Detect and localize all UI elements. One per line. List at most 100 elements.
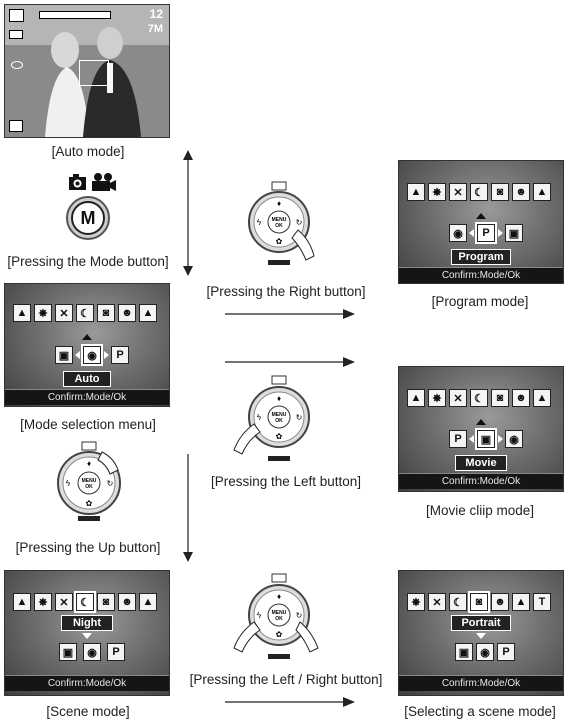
down-indicator <box>82 633 92 639</box>
auto-mode-screen: 12 7M <box>4 4 170 138</box>
backlight-mode-icon: ✕ <box>55 593 73 611</box>
svg-text:OK: OK <box>85 484 93 490</box>
scene-name-label: Night <box>61 615 113 631</box>
svg-text:MENU: MENU <box>82 478 97 484</box>
shot-count: 12 <box>149 7 163 21</box>
svg-text:ϟ: ϟ <box>257 218 262 227</box>
program-option-icon: P <box>475 222 497 244</box>
sunset-mode-icon: ✸ <box>34 304 52 322</box>
mountain-mode-icon: ▲ <box>533 389 551 407</box>
mode-name-label: Movie <box>455 455 507 471</box>
camera-option-icon: ◉ <box>476 643 494 661</box>
movie-option-icon: ▣ <box>505 224 523 242</box>
svg-text:✿: ✿ <box>276 432 283 441</box>
down-indicator <box>476 633 486 639</box>
mountain-mode-icon: ▲ <box>139 304 157 322</box>
camera-mode-icon <box>9 9 24 22</box>
scene-name-label: Portrait <box>451 615 511 631</box>
backlight-mode-icon: ✕ <box>449 389 467 407</box>
night-mode-icon: ☾ <box>449 593 467 611</box>
svg-text:ϟ: ϟ <box>257 413 262 422</box>
confirm-bar: Confirm:Mode/Ok <box>399 473 563 489</box>
scene-icon-row: ▲ ✸ ✕ ☾ ◙ ☻ ▲ <box>13 304 157 322</box>
caption-selecting-scene-mode: [Selecting a scene mode] <box>404 704 556 719</box>
backlight-mode-icon: ✕ <box>428 593 446 611</box>
mode-button[interactable]: M <box>66 196 110 240</box>
right-indicator <box>498 435 503 443</box>
night-mode-icon: ☾ <box>76 304 94 322</box>
caption-pressing-up: [Pressing the Up button] <box>15 540 161 555</box>
program-mode-screen: ▲ ✸ ✕ ☾ ◙ ☻ ▲ ◉ P ▣ Program Confirm:Mode… <box>398 160 564 284</box>
confirm-bar: Confirm:Mode/Ok <box>5 675 169 691</box>
self-mode-icon: ◙ <box>491 389 509 407</box>
arrow-right-3 <box>225 697 355 707</box>
svg-text:OK: OK <box>275 418 283 424</box>
left-indicator <box>75 351 80 359</box>
self-mode-icon: ◙ <box>468 591 490 613</box>
scene-icon-row: ▲ ✸ ✕ ☾ ◙ ☻ ▲ <box>407 389 551 407</box>
dpad-left-press[interactable]: MENU OK ♦ ϟ ↻ ✿ <box>226 374 318 464</box>
scene-icon-row: ▲ ✸ ✕ ☾ ◙ ☻ ▲ <box>13 591 157 613</box>
dpad-left-right-press[interactable]: MENU OK ♦ ϟ ↻ ✿ <box>226 572 326 662</box>
camera-option-icon: ◉ <box>83 643 101 661</box>
svg-text:♦: ♦ <box>87 459 91 468</box>
camera-option-icon: ◉ <box>505 430 523 448</box>
mode-name-label: Auto <box>63 371 111 387</box>
sunset-mode-icon: ✸ <box>428 389 446 407</box>
scene-icon-row: ▲ ✸ ✕ ☾ ◙ ☻ ▲ <box>407 183 551 201</box>
text-mode-icon: T <box>533 593 551 611</box>
landscape-mode-icon: ▲ <box>13 304 31 322</box>
program-option-icon: P <box>497 643 515 661</box>
eye-icon <box>11 61 23 69</box>
svg-text:ϟ: ϟ <box>257 611 262 620</box>
confirm-bar: Confirm:Mode/Ok <box>399 267 563 283</box>
svg-text:↻: ↻ <box>296 413 303 422</box>
portrait-mode-icon: ☻ <box>491 593 509 611</box>
svg-text:MENU: MENU <box>272 610 287 616</box>
program-option-icon: P <box>449 430 467 448</box>
mode-name-label: Program <box>451 249 511 265</box>
battery-icon <box>9 30 23 39</box>
double-arrow-vertical <box>183 150 193 276</box>
arrow-down <box>183 454 193 562</box>
movie-option-icon: ▣ <box>475 428 497 450</box>
focus-frame <box>79 60 109 86</box>
landscape-mode-icon: ▲ <box>13 593 31 611</box>
svg-text:✿: ✿ <box>86 499 93 508</box>
svg-text:✿: ✿ <box>276 237 283 246</box>
movie-option-icon: ▣ <box>55 346 73 364</box>
caption-pressing-mode: [Pressing the Mode button] <box>7 254 169 269</box>
left-indicator <box>469 229 474 237</box>
svg-text:MENU: MENU <box>272 217 287 223</box>
mode-button-letter: M <box>71 201 105 235</box>
svg-text:OK: OK <box>275 223 283 229</box>
arrow-right-1 <box>225 309 355 319</box>
dpad-right-press[interactable]: MENU OK ♦ ϟ ↻ ✿ <box>228 180 318 268</box>
svg-text:♦: ♦ <box>277 394 281 403</box>
landscape-mode-icon: ▲ <box>407 389 425 407</box>
backlight-mode-icon: ✕ <box>449 183 467 201</box>
up-indicator <box>82 334 92 340</box>
night-mode-icon: ☾ <box>74 591 96 613</box>
mountain-mode-icon: ▲ <box>512 593 530 611</box>
dpad-up-press[interactable]: MENU OK ♦ ϟ ↻ ✿ <box>50 440 130 522</box>
scene-select-screen: ✸ ✕ ☾ ◙ ☻ ▲ T Portrait ▣ ◉ P Confirm:Mod… <box>398 570 564 696</box>
night-mode-icon: ☾ <box>470 183 488 201</box>
confirm-bar: Confirm:Mode/Ok <box>399 675 563 691</box>
self-mode-icon: ◙ <box>97 593 115 611</box>
caption-movie-clip-mode: [Movie cliip mode] <box>425 503 535 518</box>
sunset-mode-icon: ✸ <box>428 183 446 201</box>
camera-option-icon: ◉ <box>449 224 467 242</box>
backlight-mode-icon: ✕ <box>55 304 73 322</box>
mountain-mode-icon: ▲ <box>139 593 157 611</box>
mode-selection-screen: ▲ ✸ ✕ ☾ ◙ ☻ ▲ ▣ ◉ P Auto Confirm:Mode/Ok <box>4 283 170 407</box>
up-indicator <box>476 213 486 219</box>
program-option-icon: P <box>111 346 129 364</box>
portrait-mode-icon: ☻ <box>512 389 530 407</box>
caption-pressing-right: [Pressing the Right button] <box>206 284 366 299</box>
image-size: 7M <box>147 23 163 35</box>
caption-auto-mode: [Auto mode] <box>51 144 125 159</box>
sunset-mode-icon: ✸ <box>34 593 52 611</box>
stabilizer-icon <box>9 120 23 132</box>
portrait-mode-icon: ☻ <box>512 183 530 201</box>
